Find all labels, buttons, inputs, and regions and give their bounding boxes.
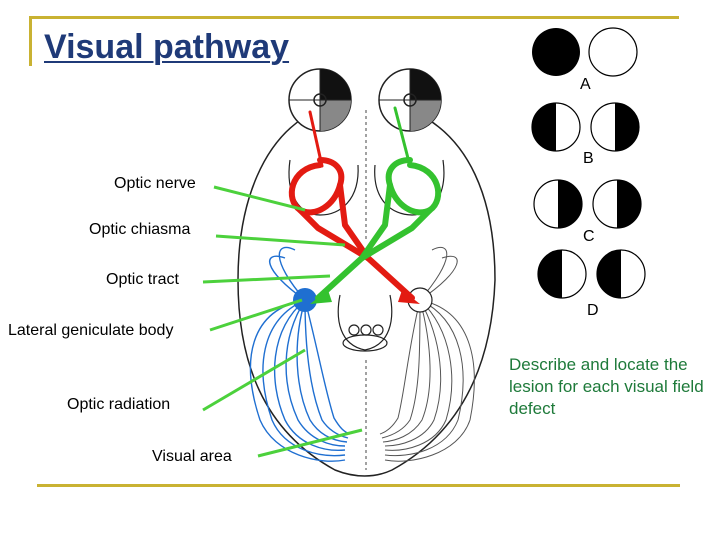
field-defect-label-a: A: [580, 76, 591, 93]
field-defect-label-d: D: [587, 302, 599, 319]
brain-outline: [237, 109, 496, 477]
left-eye-pathway: [288, 110, 415, 301]
right-optic-radiation: [379, 247, 475, 462]
left-optic-radiation: [249, 246, 351, 462]
right-pathway-arrowhead: [310, 290, 332, 304]
field-defect-a: [532, 27, 638, 77]
left-pathway-arrowhead: [398, 290, 420, 304]
label-pointers: [202, 185, 363, 458]
question-text: Describe and locate the lesion for each …: [509, 355, 704, 418]
label-optic-radiation: Optic radiation: [67, 396, 171, 413]
field-defect-label-b: B: [583, 150, 594, 167]
right-eye-pathway: [315, 106, 442, 301]
slide-title: Visual pathway: [44, 28, 290, 66]
label-optic-chiasma: Optic chiasma: [89, 221, 191, 238]
label-visual-area: Visual area: [152, 448, 232, 465]
left-eye-field: [288, 68, 352, 132]
frame-bottom-rule: [37, 484, 680, 487]
label-lateral-geniculate-body: Lateral geniculate body: [8, 322, 174, 339]
field-defect-label-c: C: [583, 228, 595, 245]
label-optic-nerve: Optic nerve: [114, 175, 196, 192]
field-defect-c: [533, 179, 642, 229]
right-eyeball: [374, 159, 445, 216]
frame-top-rule: [29, 16, 679, 19]
frame-left-rule: [29, 16, 32, 66]
midbrain: [337, 294, 393, 352]
field-defect-b: [531, 102, 640, 152]
field-defect-d: [537, 249, 646, 299]
label-optic-tract: Optic tract: [106, 271, 179, 288]
left-lgb: [293, 288, 317, 312]
right-eye-field: [378, 68, 442, 132]
